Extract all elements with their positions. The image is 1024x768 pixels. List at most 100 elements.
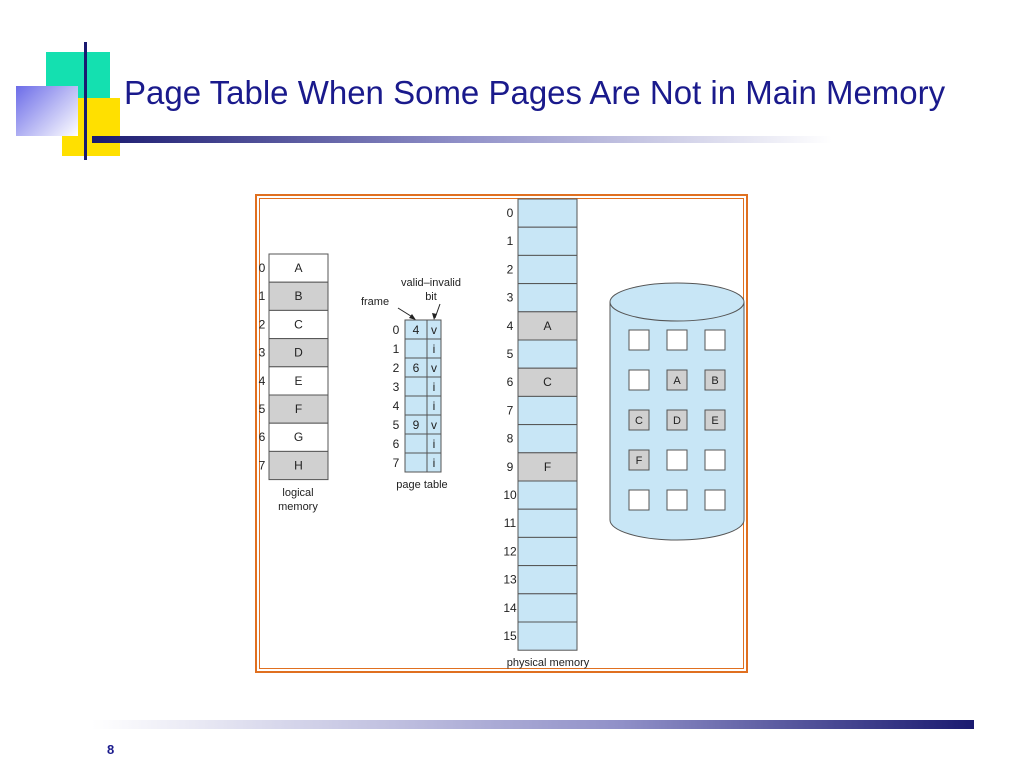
physical-frame-cell bbox=[517, 565, 578, 595]
logical-page-index: 2 bbox=[259, 317, 266, 331]
disk-page-label: C bbox=[635, 415, 643, 427]
disk-top bbox=[609, 282, 745, 322]
physical-frame-index: 7 bbox=[507, 403, 514, 417]
disk-page-label: F bbox=[636, 455, 643, 467]
page-table-index: 2 bbox=[393, 361, 400, 375]
page-table-valid-bit: v bbox=[431, 418, 437, 432]
logical-page-label: G bbox=[294, 430, 303, 444]
physical-frame-cell bbox=[517, 254, 578, 285]
footer-bar bbox=[92, 720, 974, 729]
title-underline-bar bbox=[92, 136, 832, 143]
disk-page-label: B bbox=[711, 375, 718, 387]
page-table-frame-cell bbox=[404, 395, 428, 416]
disk-page-slot bbox=[628, 449, 650, 471]
page-table-label: page table bbox=[396, 479, 447, 491]
physical-frame-index: 2 bbox=[507, 262, 514, 276]
page-table-frame-number: 6 bbox=[413, 361, 420, 375]
disk-page-slot bbox=[704, 449, 726, 471]
page-table-valid-bit: i bbox=[433, 437, 436, 451]
physical-frame-index: 4 bbox=[507, 319, 514, 333]
physical-memory-label: physical memory bbox=[507, 657, 590, 669]
logical-page-cell bbox=[268, 422, 329, 452]
page-table-valid-bit: i bbox=[433, 456, 436, 470]
disk-page-slot bbox=[628, 369, 650, 391]
physical-frame-index: 10 bbox=[503, 488, 517, 502]
physical-frame-cell bbox=[517, 339, 578, 369]
logical-page-cell bbox=[268, 394, 329, 424]
page-table-bit-cell bbox=[426, 452, 442, 473]
logical-page-label: A bbox=[294, 261, 302, 275]
logical-page-cell bbox=[268, 366, 329, 396]
physical-frame-index: 15 bbox=[503, 629, 517, 643]
logical-page-label: B bbox=[294, 289, 302, 303]
logical-page-index: 0 bbox=[259, 261, 266, 275]
page-table-index: 3 bbox=[393, 380, 400, 394]
decor-square-purple bbox=[16, 86, 78, 136]
disk-page-slot bbox=[704, 489, 726, 511]
figure-frame bbox=[255, 194, 748, 673]
logical-page-label: D bbox=[294, 346, 303, 360]
page-table-index: 5 bbox=[393, 418, 400, 432]
disk-page-slot bbox=[628, 329, 650, 351]
logical-page-cell bbox=[268, 309, 329, 340]
disk-page-slot bbox=[666, 489, 688, 511]
disk-page-slot bbox=[628, 489, 650, 511]
logical-page-label: E bbox=[294, 374, 302, 388]
physical-frame-cell bbox=[517, 311, 578, 341]
physical-frame-cell bbox=[517, 480, 578, 510]
logical-page-index: 6 bbox=[259, 430, 266, 444]
physical-frame-index: 5 bbox=[507, 347, 514, 361]
logical-page-label: F bbox=[295, 402, 302, 416]
logical-page-cell bbox=[268, 253, 329, 283]
disk-page-slot bbox=[666, 329, 688, 351]
page-table-valid-bit: i bbox=[433, 380, 436, 394]
disk-page-slot bbox=[666, 369, 688, 391]
physical-frame-cell bbox=[517, 367, 578, 397]
bit-arrow-head bbox=[432, 313, 437, 320]
diagram-labels: logical memory page table frame valid–in… bbox=[278, 277, 590, 669]
physical-frame-index: 1 bbox=[507, 234, 514, 248]
physical-frame-index: 13 bbox=[503, 573, 517, 587]
logical-memory-label-line2: memory bbox=[278, 501, 318, 513]
logical-page-cell bbox=[268, 281, 329, 311]
logical-page-index: 3 bbox=[259, 346, 266, 360]
page-table-index: 1 bbox=[393, 342, 400, 356]
disk-page-label: A bbox=[673, 375, 681, 387]
physical-frame-index: 14 bbox=[503, 601, 517, 615]
physical-frame-index: 12 bbox=[503, 544, 517, 558]
valid-invalid-label: valid–invalid bbox=[401, 277, 461, 289]
logical-page-label: H bbox=[294, 458, 303, 472]
physical-frame-content: F bbox=[544, 460, 551, 474]
logical-page-cell bbox=[268, 338, 329, 368]
physical-frame-content: A bbox=[543, 319, 551, 333]
page-table-valid-bit: v bbox=[431, 361, 437, 375]
page-table-frame-number: 9 bbox=[413, 418, 420, 432]
physical-frame-index: 8 bbox=[507, 432, 514, 446]
slide-number: 8 bbox=[107, 742, 115, 757]
logical-page-label: C bbox=[294, 317, 303, 331]
logical-page-index: 7 bbox=[259, 458, 266, 472]
physical-frame-cell bbox=[517, 508, 578, 538]
valid-invalid-bit-label: bit bbox=[425, 291, 437, 303]
disk-page-slot bbox=[666, 449, 688, 471]
physical-frame-index: 9 bbox=[507, 460, 514, 474]
physical-frame-cell bbox=[517, 283, 578, 313]
page-table-frame-cell bbox=[404, 433, 428, 454]
slide-title: Page Table When Some Pages Are Not in Ma… bbox=[124, 74, 946, 111]
physical-frame-index: 6 bbox=[507, 375, 514, 389]
physical-frame-cell bbox=[517, 536, 578, 567]
disk-page-slot bbox=[704, 409, 726, 431]
page-table-index: 4 bbox=[393, 399, 400, 413]
physical-frame-cell bbox=[517, 424, 578, 454]
disk-page-slot bbox=[666, 409, 688, 431]
page-table-index: 7 bbox=[393, 456, 400, 470]
physical-frame-cell bbox=[517, 593, 578, 623]
physical-frame-cell bbox=[517, 452, 578, 482]
physical-frame-cell bbox=[517, 395, 578, 426]
logical-page-index: 5 bbox=[259, 402, 266, 416]
